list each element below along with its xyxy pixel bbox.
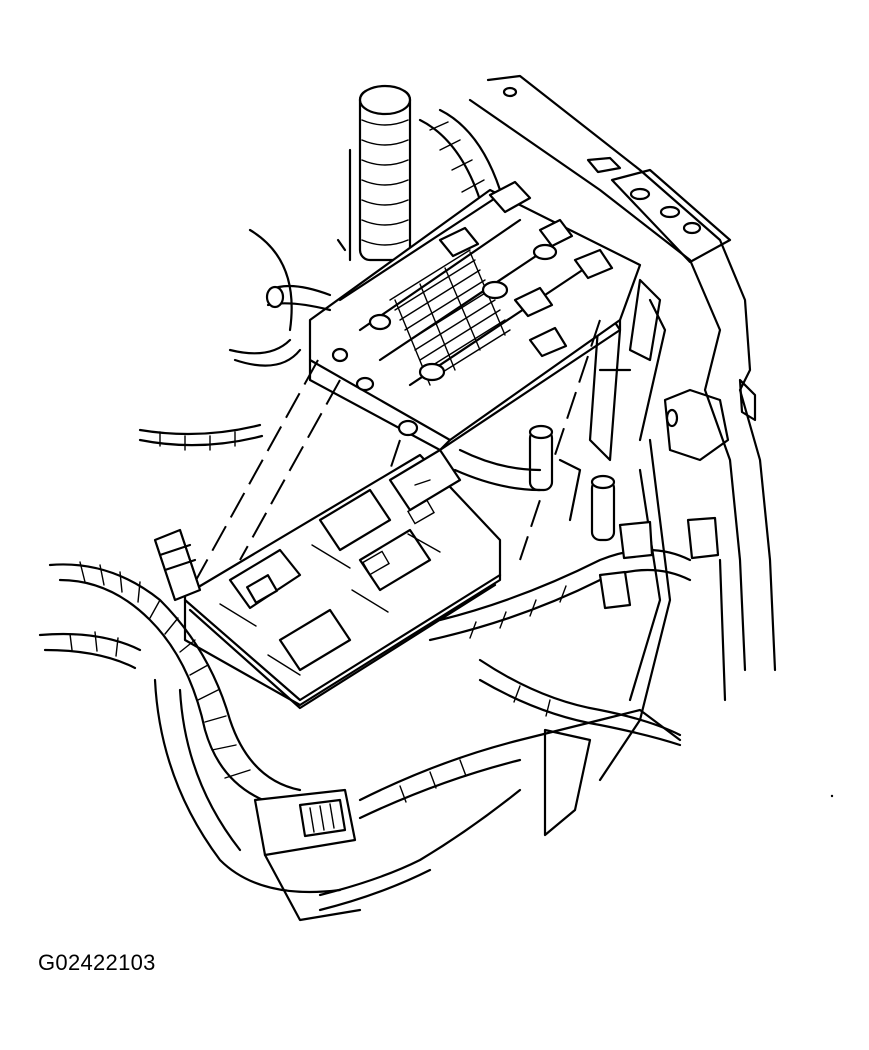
upper-right-harness [418,108,522,242]
vertical-harness [336,84,412,262]
left-harness [38,423,342,894]
lower-relay-block [183,448,502,710]
right-harness [318,424,720,912]
fuse-grid [389,249,511,386]
upper-fuse-block [308,180,642,452]
top-left-harness [228,228,332,367]
left-connector [153,528,202,602]
bottom-connector [253,788,362,922]
figure-id-label: G02422103 [38,950,156,975]
